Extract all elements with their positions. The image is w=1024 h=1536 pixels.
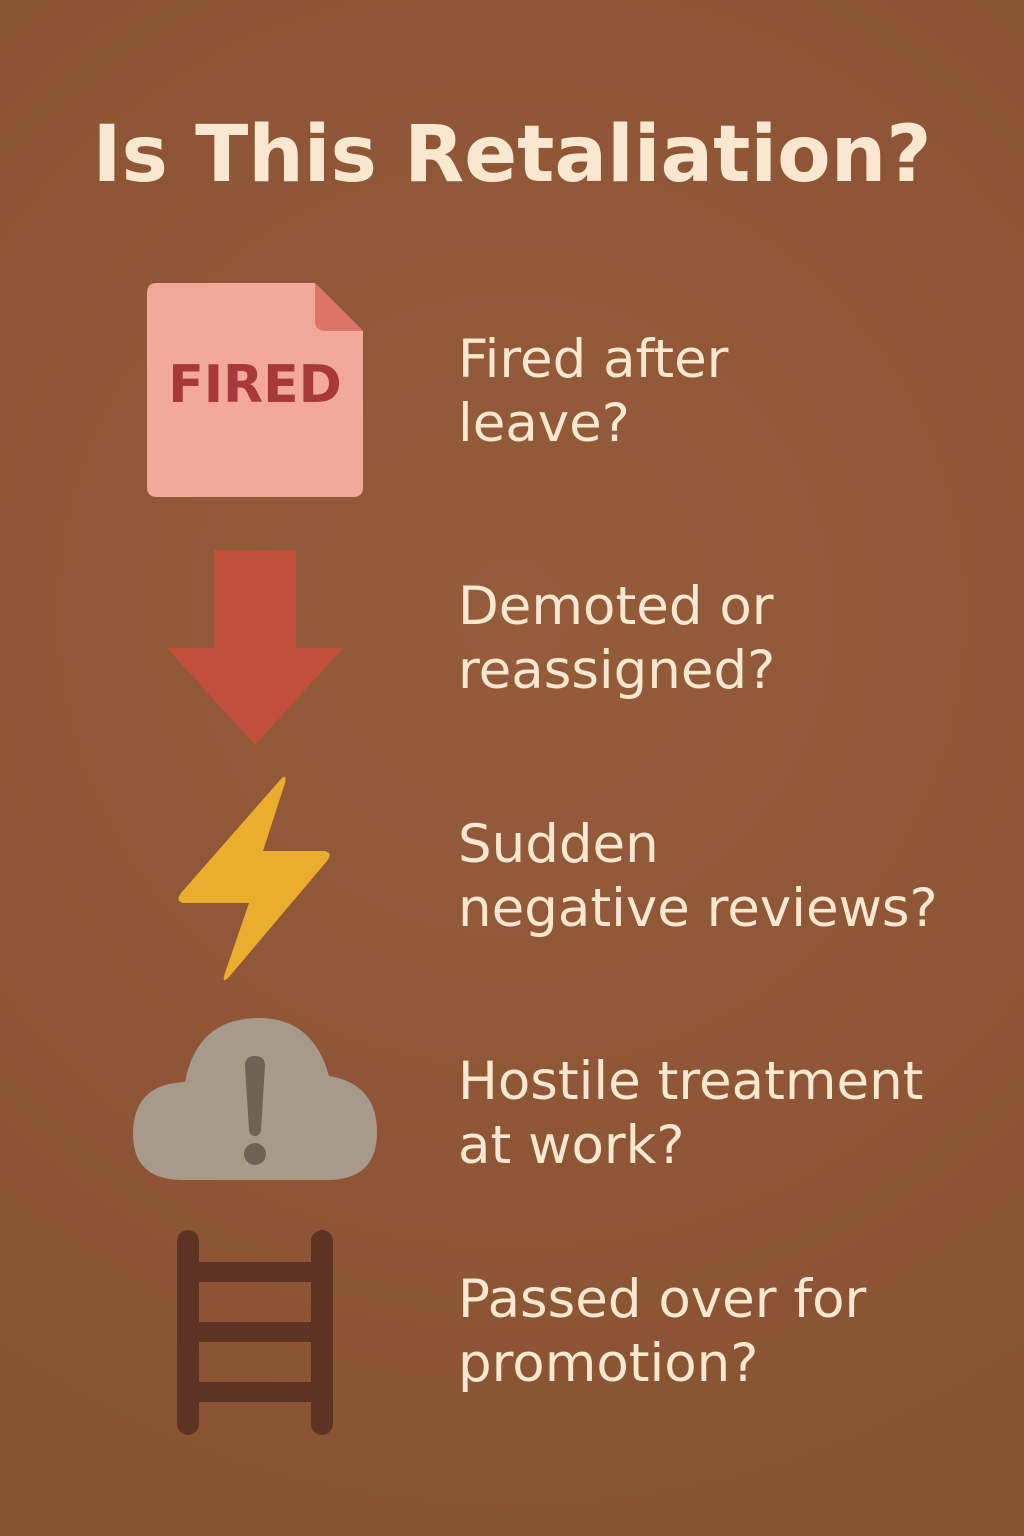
item-label: Fired after leave? (458, 328, 998, 456)
item-label-line: leave? (458, 393, 630, 454)
item-label: Hostile treatment at work? (458, 1050, 998, 1178)
item-label-line: Hostile treatment (458, 1051, 924, 1112)
retaliation-item-promotion: Passed over for promotion? (0, 1230, 1024, 1435)
fired-document-icon: FIRED (120, 282, 390, 497)
item-label-line: Passed over for (458, 1269, 867, 1330)
item-label-line: at work? (458, 1115, 685, 1176)
item-label-line: Fired after (458, 329, 729, 390)
retaliation-item-demoted: Demoted or reassigned? (0, 550, 1024, 745)
item-label: Sudden negative reviews? (458, 813, 998, 941)
page-title: Is This Retaliation? (92, 110, 932, 200)
item-label-line: Demoted or (458, 576, 774, 637)
item-label: Passed over for promotion? (458, 1268, 998, 1396)
item-label-line: negative reviews? (458, 878, 938, 939)
item-label: Demoted or reassigned? (458, 575, 998, 703)
lightning-bolt-icon (120, 775, 390, 985)
ladder-icon (120, 1230, 390, 1435)
item-label-line: reassigned? (458, 640, 776, 701)
retaliation-item-fired: FIRED Fired after leave? (0, 282, 1024, 497)
cloud-warning-icon (120, 1012, 390, 1182)
item-label-line: Sudden (458, 814, 659, 875)
item-label-line: promotion? (458, 1333, 759, 1394)
retaliation-item-hostile: Hostile treatment at work? (0, 1012, 1024, 1182)
retaliation-item-reviews: Sudden negative reviews? (0, 775, 1024, 985)
fired-stamp-text: FIRED (168, 354, 342, 415)
down-arrow-icon (120, 550, 390, 745)
